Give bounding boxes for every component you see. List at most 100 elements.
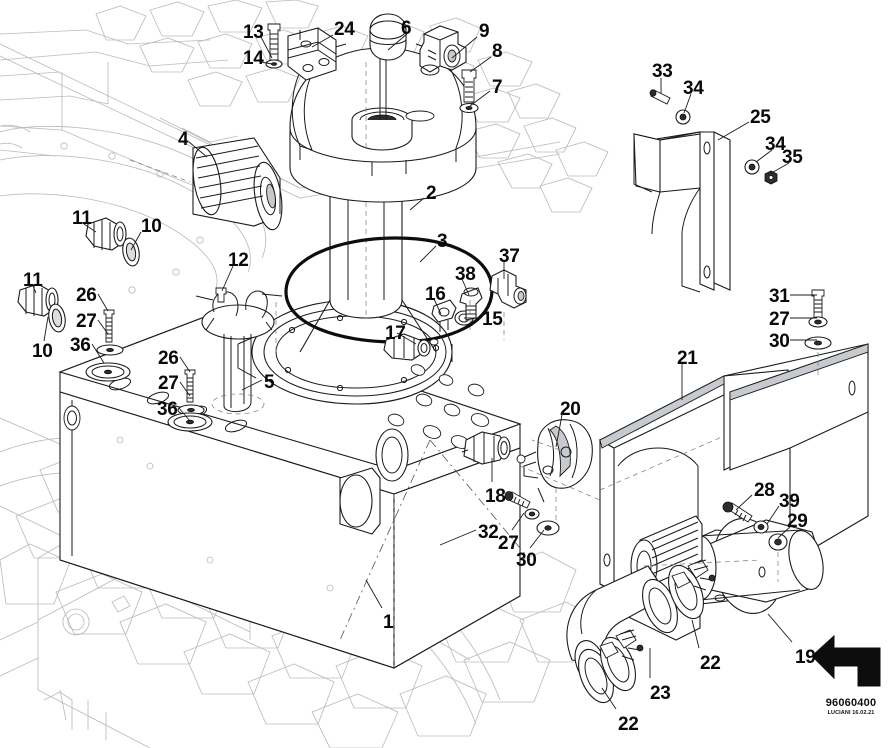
callout-27: 27 (769, 309, 790, 330)
callout-38: 38 (455, 264, 476, 285)
callout-34: 34 (683, 78, 704, 99)
leader-line-l27b (179, 381, 191, 397)
part-20-valve-body (516, 419, 593, 503)
part-16-fitting (431, 299, 457, 332)
part-36b-large-washer (167, 412, 213, 432)
callout-17: 17 (385, 323, 406, 344)
callout-20: 20 (560, 399, 581, 420)
leader-line-l35 (767, 162, 790, 176)
leader-line-l13 (260, 36, 273, 59)
callout-25: 25 (750, 107, 771, 128)
leader-line-l26a (97, 293, 109, 312)
drawing-code-number: 96060400 (825, 697, 877, 709)
part-18-fitting (461, 431, 511, 465)
callout-5: 5 (264, 372, 275, 393)
callout-10: 10 (32, 341, 53, 362)
leader-line-l22a (691, 619, 700, 649)
callout-8: 8 (492, 41, 503, 62)
leader-line-l8 (469, 56, 492, 73)
callout-32: 32 (478, 522, 499, 543)
callout-7: 7 (492, 77, 503, 98)
callout-35: 35 (782, 147, 803, 168)
leader-line-l12 (221, 265, 234, 292)
callout-13: 13 (243, 22, 264, 43)
orientation-arrow (811, 634, 881, 687)
part-17-fitting-cluster (383, 333, 439, 361)
part-35-nut (764, 170, 778, 185)
callout-19: 19 (795, 647, 816, 668)
part-14-washer (265, 59, 283, 69)
drawing-code-block: 96060400 LUCIANI 16.02.21 (812, 697, 890, 716)
part-26b-bolt (184, 369, 196, 403)
leader-line-l11a (83, 223, 97, 233)
callout-31: 31 (769, 286, 790, 307)
leader-lines (32, 33, 817, 710)
leader-line-l20 (555, 414, 563, 448)
leader-line-l26b (179, 356, 191, 373)
leader-line-l3 (419, 245, 437, 263)
leader-line-l9 (451, 36, 478, 59)
part-3-gasket-oring (284, 236, 494, 344)
leader-line-l4 (188, 141, 208, 158)
callout-21: 21 (677, 348, 698, 369)
callout-10: 10 (141, 216, 162, 237)
part-34b-washer (744, 159, 760, 175)
leader-line-l24 (311, 34, 334, 48)
part-32-bolt (504, 491, 531, 509)
callout-33: 33 (652, 61, 673, 82)
drawing-code-subtitle: LUCIANI 16.02.21 (827, 709, 875, 716)
part-39-washer (753, 520, 769, 534)
part-2-filler-neck (289, 13, 477, 353)
callout-30: 30 (769, 331, 790, 352)
callout-22: 22 (700, 653, 721, 674)
leader-line-l6 (387, 33, 408, 51)
part-27a-washer (96, 344, 124, 356)
leader-line-l11b (32, 285, 37, 294)
callout-18: 18 (485, 486, 506, 507)
callout-39: 39 (779, 491, 800, 512)
callout-36: 36 (70, 335, 91, 356)
part-24-sensor-block (287, 27, 337, 81)
part-36a-large-washer (85, 362, 131, 382)
leader-line-l38 (461, 278, 470, 296)
callout-4: 4 (178, 129, 189, 150)
part-31-bolt (811, 289, 825, 319)
part-27d-washer (524, 508, 540, 520)
leader-line-l22b (601, 687, 617, 710)
leader-line-l17 (396, 332, 417, 345)
callout-29: 29 (787, 511, 808, 532)
part-22-clamps-lower (578, 629, 644, 704)
callout-12: 12 (228, 250, 249, 271)
part-34a-washer (675, 109, 691, 125)
leader-line-l36b (178, 407, 191, 422)
part-8-bolt (461, 69, 477, 103)
callout-3: 3 (437, 231, 448, 252)
part-10a-seal-ring (122, 237, 140, 267)
part-4-filter-element (192, 137, 283, 231)
part-5-suction-strainer (195, 290, 283, 415)
part-28-bolt (722, 501, 753, 523)
leader-line-l7 (469, 90, 491, 107)
callout-11: 11 (72, 208, 92, 229)
callout-14: 14 (243, 48, 264, 69)
callout-9: 9 (479, 21, 490, 42)
leader-line-l39 (766, 505, 780, 525)
leader-line-l27d (511, 512, 525, 531)
leader-line-l14 (260, 61, 273, 65)
leader-line-l36a (91, 343, 105, 364)
leader-line-l16 (433, 298, 442, 315)
callout-15: 15 (482, 309, 503, 330)
part-33-pin (649, 89, 671, 105)
callout-6: 6 (401, 18, 412, 39)
construction-lines (129, 60, 819, 641)
part-1-hydraulic-tank (58, 299, 522, 669)
part-11a-adapter-upper (85, 217, 127, 251)
leader-line-l28 (735, 494, 753, 511)
leader-line-l30b (529, 529, 545, 549)
part-22-clamps-upper (642, 559, 716, 634)
callout-2: 2 (426, 183, 437, 204)
leader-line-l1 (365, 579, 383, 609)
callout-27: 27 (498, 533, 519, 554)
leader-line-l29 (777, 525, 792, 539)
